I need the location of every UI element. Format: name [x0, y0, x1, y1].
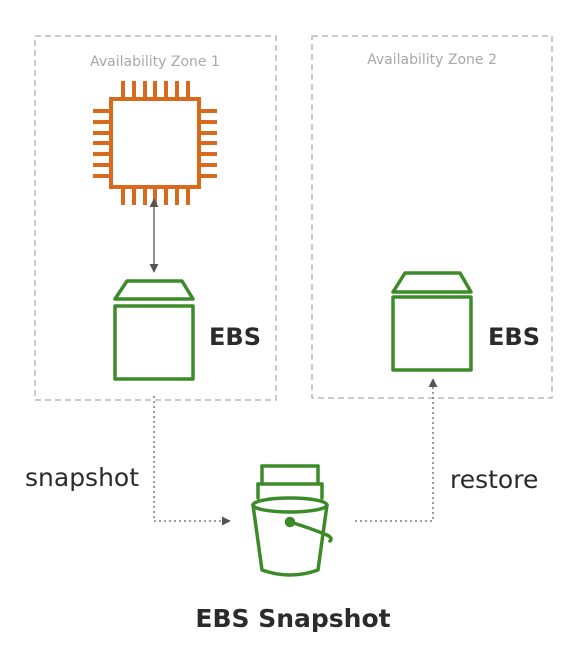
zone-2-border: [311, 35, 553, 399]
restore-arrow: [355, 378, 438, 522]
ec2-instance-chip-icon: [93, 81, 217, 205]
zone-1-border: [34, 35, 277, 401]
ebs-volume-1-icon: [113, 279, 195, 381]
ebs-volume-2-label: EBS: [488, 323, 540, 351]
snapshot-arrow: [153, 396, 231, 526]
restore-flow-label: restore: [450, 465, 538, 494]
zone-1-title: Availability Zone 1: [90, 54, 220, 70]
availability-zone-1: Availability Zone 1: [34, 35, 277, 401]
ebs-volume-2-icon: [391, 271, 473, 372]
zone-2-title: Availability Zone 2: [367, 52, 497, 68]
ebs-volume-1-label: EBS: [209, 323, 261, 351]
s3-bucket-icon: [251, 464, 333, 577]
snapshot-flow-label: snapshot: [25, 463, 139, 492]
availability-zone-2: Availability Zone 2: [311, 35, 553, 399]
ebs-snapshot-label: EBS Snapshot: [195, 604, 390, 633]
